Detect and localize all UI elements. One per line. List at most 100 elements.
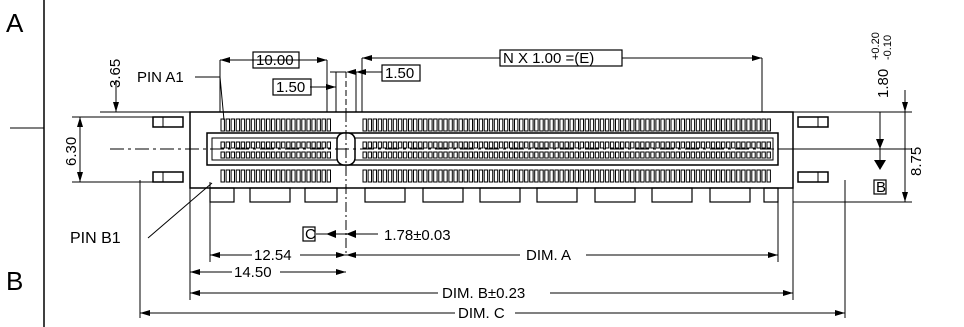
contact-pin: [281, 141, 286, 149]
contact-pin: [695, 141, 701, 149]
contact-pin: [746, 151, 751, 159]
contact-pin: [250, 169, 256, 183]
contact-pin: [448, 151, 453, 159]
contact-pin: [584, 141, 590, 149]
contact-pin: [433, 118, 438, 132]
contact-pin: [579, 151, 584, 159]
contact-pin: [716, 141, 721, 149]
contact-pin: [554, 169, 559, 183]
contact-pin: [665, 141, 670, 149]
right-lower-pad: [797, 171, 829, 183]
contact-pin: [326, 141, 332, 149]
contact-pin: [367, 118, 373, 132]
dim-1-50-right: 1.50: [385, 65, 414, 82]
contact-pin: [741, 169, 746, 183]
contact-pin: [326, 118, 332, 132]
contact-pin: [761, 151, 766, 159]
contact-pin: [736, 141, 741, 149]
contact-pin: [640, 141, 645, 149]
contact-pin: [498, 169, 504, 183]
contact-pin: [559, 169, 564, 183]
contact-pin: [524, 141, 529, 149]
contact-pin: [660, 169, 665, 183]
contact-pin: [695, 151, 701, 159]
contact-pin: [665, 169, 670, 183]
contact-pin: [705, 151, 711, 159]
contact-pin: [418, 151, 423, 159]
contact-pin: [372, 141, 378, 149]
contact-pin: [468, 141, 474, 149]
contact-pin: [604, 169, 610, 183]
contact-pin: [463, 169, 468, 183]
contact-pin: [271, 118, 276, 132]
contact-pin: [690, 151, 696, 159]
contact-pin: [235, 169, 241, 183]
contact-pin: [250, 141, 256, 149]
contact-pin: [387, 141, 393, 149]
contact-pin: [539, 141, 544, 149]
contact-pin: [539, 118, 544, 132]
contact-pin: [321, 141, 326, 149]
contact-pin: [589, 151, 595, 159]
contact-pin: [549, 169, 554, 183]
contact-pin: [235, 141, 241, 149]
contact-pin: [402, 169, 408, 183]
left-upper-pad: [152, 116, 184, 128]
contact-pin: [316, 118, 321, 132]
contact-pin: [680, 141, 685, 149]
contact-pin: [529, 151, 534, 159]
contact-pin: [311, 118, 316, 132]
contact-pin: [569, 151, 574, 159]
contact-pin: [509, 151, 514, 159]
contact-pin: [741, 118, 746, 132]
contact-pin: [721, 141, 726, 149]
contact-pin: [579, 118, 584, 132]
contact-pin: [726, 118, 731, 132]
contact-pin: [751, 151, 756, 159]
contact-pin: [594, 151, 600, 159]
contact-pin: [362, 169, 367, 183]
contact-pin: [670, 151, 675, 159]
contact-pin: [408, 141, 413, 149]
contact-pin: [690, 141, 696, 149]
contact-pin: [554, 141, 559, 149]
contact-pin: [488, 151, 494, 159]
contact-pin: [534, 141, 539, 149]
contact-pin: [594, 169, 600, 183]
contact-pin: [392, 151, 398, 159]
contact-pin: [574, 118, 579, 132]
zone-marker-b: B: [6, 266, 23, 296]
contact-pin: [372, 118, 378, 132]
contact-pin: [650, 169, 655, 183]
contact-pin: [569, 169, 574, 183]
contact-pin: [260, 141, 266, 149]
contact-pin: [766, 141, 771, 149]
contact-pin: [579, 141, 584, 149]
contact-pin: [761, 169, 766, 183]
contact-pin: [509, 141, 514, 149]
label-boxes: [252, 49, 887, 242]
dim-6-30: 6.30: [63, 137, 80, 166]
contact-pin: [594, 118, 600, 132]
contact-pin: [230, 118, 236, 132]
contact-pin: [316, 169, 321, 183]
dim-3-65: 3.65: [107, 59, 124, 88]
contact-pin: [240, 151, 246, 159]
contact-pin: [235, 118, 241, 132]
contact-pin: [443, 118, 448, 132]
contact-pin: [286, 151, 291, 159]
contact-pin: [443, 151, 448, 159]
contact-pin: [630, 169, 635, 183]
contact-pin: [260, 118, 266, 132]
contact-pin: [564, 141, 569, 149]
contact-pin: [438, 118, 443, 132]
contact-pin: [569, 141, 574, 149]
contact-pin: [296, 169, 301, 183]
contact-pin: [640, 118, 645, 132]
contact-pin: [387, 151, 393, 159]
contact-pin: [438, 169, 443, 183]
contact-pin: [367, 169, 373, 183]
contact-pin: [544, 141, 549, 149]
contact-pin: [402, 141, 408, 149]
contact-pin: [625, 169, 630, 183]
